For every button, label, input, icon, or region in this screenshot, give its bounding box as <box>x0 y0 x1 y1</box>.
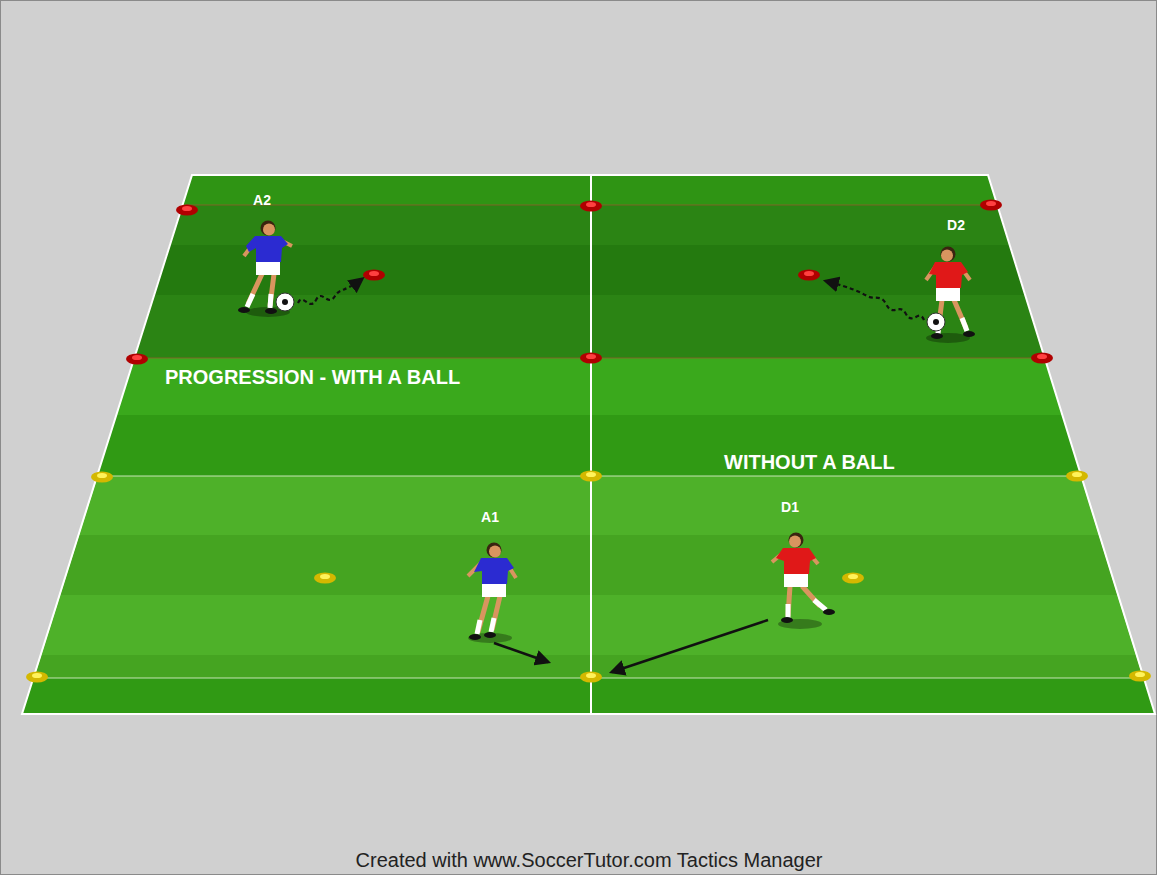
cone <box>580 201 602 212</box>
dribble-arrow <box>298 279 362 304</box>
player-red <box>926 247 975 344</box>
player-label: D1 <box>781 500 799 515</box>
cone <box>314 573 336 584</box>
player-label: A2 <box>253 193 271 208</box>
ball <box>276 293 294 311</box>
cone <box>91 472 113 483</box>
cone <box>1066 471 1088 482</box>
cone <box>798 270 820 281</box>
zone-title: PROGRESSION - WITH A BALL <box>165 366 460 388</box>
cone <box>980 200 1002 211</box>
player-label: D2 <box>947 218 965 233</box>
player-blue <box>238 221 292 318</box>
player-label: A1 <box>481 510 499 525</box>
zone-with-ball <box>134 205 1044 358</box>
pitch-outline <box>22 175 1155 714</box>
cone <box>580 471 602 482</box>
stripe <box>116 358 1062 415</box>
run-arrow <box>612 620 768 672</box>
cone <box>126 354 148 365</box>
zone-title: WITHOUT A BALL <box>724 451 895 473</box>
cone <box>842 573 864 584</box>
ball <box>927 313 945 331</box>
pitch-stripes <box>22 175 1155 714</box>
cone <box>363 270 385 281</box>
dribble-arrow <box>826 281 924 320</box>
halfway-line <box>590 175 592 714</box>
cone <box>176 205 198 216</box>
cone <box>1129 671 1151 682</box>
cone <box>580 353 602 364</box>
watermark: Created with www.SoccerTutor.com Tactics… <box>356 849 823 871</box>
stripe <box>97 415 1081 476</box>
yellow-cones <box>26 471 1151 683</box>
zone-without-ball <box>33 476 1143 678</box>
stripe <box>183 175 998 205</box>
run-arrow <box>494 643 548 662</box>
cone <box>1031 353 1053 364</box>
player-red <box>772 533 835 630</box>
player-blue <box>468 543 516 644</box>
cone <box>26 672 48 683</box>
cone <box>580 672 602 683</box>
red-cones <box>126 200 1053 365</box>
